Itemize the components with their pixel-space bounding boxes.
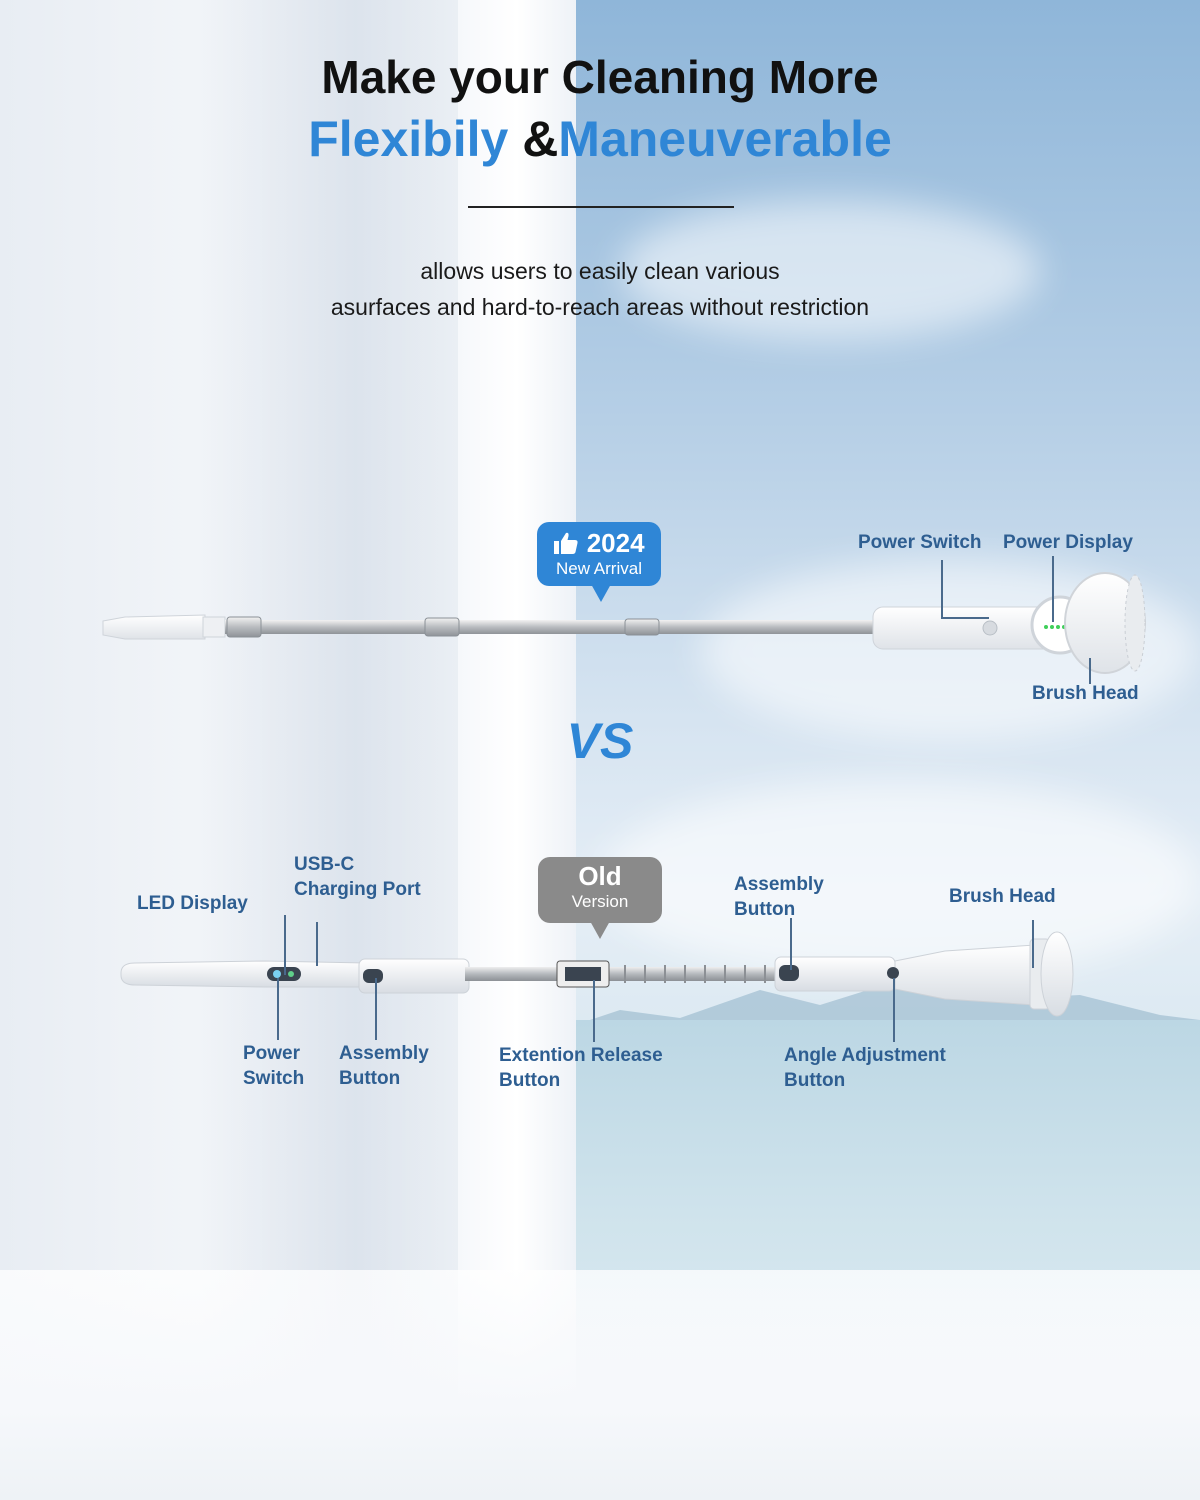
callout-line <box>1032 920 1034 968</box>
divider <box>468 206 734 208</box>
label-power-switch: Power Switch <box>858 532 982 553</box>
label-brush-head-new: Brush Head <box>1032 683 1139 704</box>
label-usb-line2: Charging Port <box>294 879 421 900</box>
old-version-badge: Old Version <box>538 857 662 939</box>
headline-word-maneuverable: Maneuverable <box>558 111 892 167</box>
badge-old-title: Old <box>578 861 622 891</box>
power-switch-icon <box>982 620 998 636</box>
headline-line1: Make your Cleaning More <box>321 51 879 103</box>
vs-text: VS <box>566 713 634 769</box>
badge-tail <box>590 921 610 939</box>
new-spin-scrubber <box>102 572 1146 674</box>
callout-line <box>893 978 895 1042</box>
label-angle-line1: Angle Adjustment <box>784 1045 946 1066</box>
new-arrival-badge: 2024 New Arrival <box>537 522 661 602</box>
subtitle-line1: allows users to easily clean various <box>420 258 780 284</box>
label-brush-head-old: Brush Head <box>949 886 1056 907</box>
callout-line <box>941 617 989 619</box>
label-power-line2: Switch <box>243 1068 305 1089</box>
window-sill <box>0 1270 1200 1500</box>
badge-tail <box>591 584 611 602</box>
callout-line <box>316 922 318 966</box>
headline-word-flexibily: Flexibily <box>308 111 509 167</box>
label-extention-release: Extention Release Button <box>499 1043 663 1093</box>
callout-line <box>277 978 279 1040</box>
label-power-display: Power Display <box>1003 532 1133 553</box>
label-extention-line1: Extention Release <box>499 1045 663 1066</box>
thumbs-up-icon <box>554 532 579 554</box>
label-power-switch-old: Power Switch <box>243 1041 304 1091</box>
label-usb-c: USB-C Charging Port <box>294 852 421 902</box>
label-usb-line1: USB-C <box>294 854 355 875</box>
callout-line <box>1089 658 1091 684</box>
cloud <box>600 780 1200 980</box>
subtitle-line2: asurfaces and hard-to-reach areas withou… <box>330 294 870 320</box>
callout-line <box>375 978 377 1040</box>
label-led-display: LED Display <box>137 893 248 914</box>
badge-year: 2024 <box>586 528 645 558</box>
cloud <box>620 200 1040 340</box>
callout-line <box>790 918 792 970</box>
label-angle-adjustment: Angle Adjustment Button <box>784 1043 946 1093</box>
callout-line <box>593 980 595 1042</box>
label-assembly-right-line1: Assembly <box>734 874 824 895</box>
window-frame <box>458 0 576 1500</box>
headline-line2: Flexibily &Maneuverable <box>0 110 1200 168</box>
wall-shadow <box>200 0 460 1500</box>
badge-old-version-text: Version <box>571 892 629 911</box>
callout-line <box>941 560 943 618</box>
badge-new-arrival-text: New Arrival <box>556 559 642 578</box>
callout-line <box>284 915 286 975</box>
headline-ampersand: & <box>508 111 559 167</box>
label-power-line1: Power <box>243 1043 301 1064</box>
label-assembly-button-right: Assembly Button <box>734 872 824 922</box>
label-assembly-left-line2: Button <box>339 1068 401 1089</box>
callout-line <box>1052 556 1054 622</box>
label-assembly-left-line1: Assembly <box>339 1043 429 1064</box>
label-assembly-button-left: Assembly Button <box>339 1041 429 1091</box>
label-extention-line2: Button <box>499 1070 561 1091</box>
label-angle-line2: Button <box>784 1070 846 1091</box>
label-assembly-right-line2: Button <box>734 899 796 920</box>
old-spin-scrubber <box>120 931 1074 1017</box>
